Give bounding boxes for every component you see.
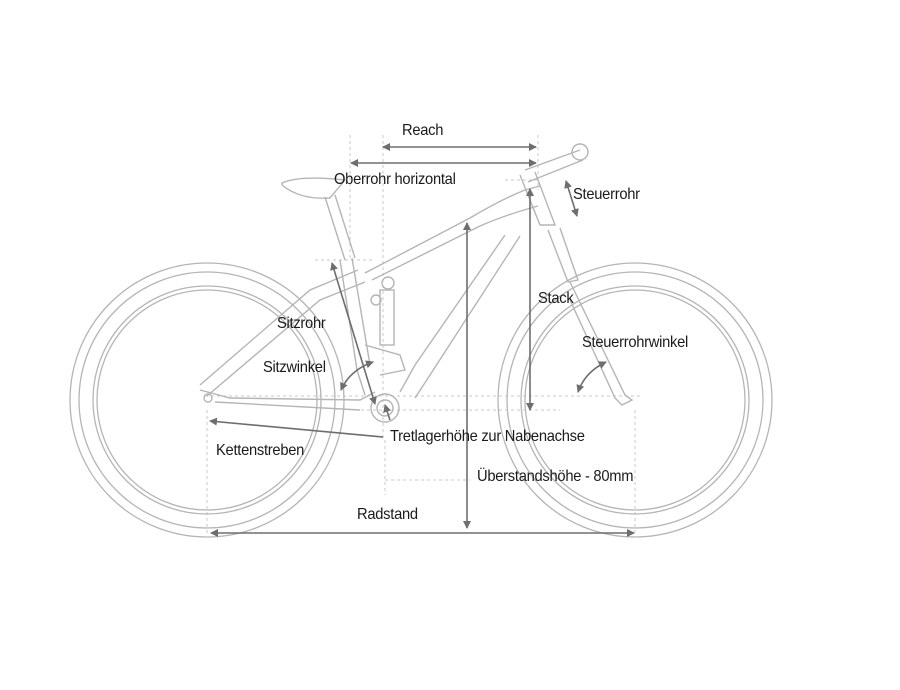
chainstay-arrow xyxy=(209,417,384,438)
measurement-arrows xyxy=(209,143,635,537)
stack-label: Stack xyxy=(538,290,574,307)
head-tube-label: Steuerrohr xyxy=(573,186,640,203)
head-angle-arrow xyxy=(576,361,607,393)
head-tube-arrow xyxy=(564,180,579,217)
chainstay-label: Kettenstreben xyxy=(216,442,305,459)
bb-height-label: Tretlagerhöhe zur Nabenachse xyxy=(390,428,585,445)
bb-height-arrow xyxy=(383,404,392,421)
seat-angle-arrow xyxy=(340,360,374,391)
seat-tube-arrow xyxy=(330,262,377,405)
top-tube-label: Oberrohr horizontal xyxy=(334,171,456,188)
wheelbase-label: Radstand xyxy=(357,506,418,523)
seat-tube-label: Sitzrohr xyxy=(277,315,326,332)
head-angle-label: Steuerrohrwinkel xyxy=(582,334,689,351)
seat-angle-label: Sitzwinkel xyxy=(263,359,326,376)
front-wheel xyxy=(497,262,773,538)
reach-label: Reach xyxy=(402,122,444,139)
standover-label: Überstandshöhe - 80mm xyxy=(477,468,634,485)
